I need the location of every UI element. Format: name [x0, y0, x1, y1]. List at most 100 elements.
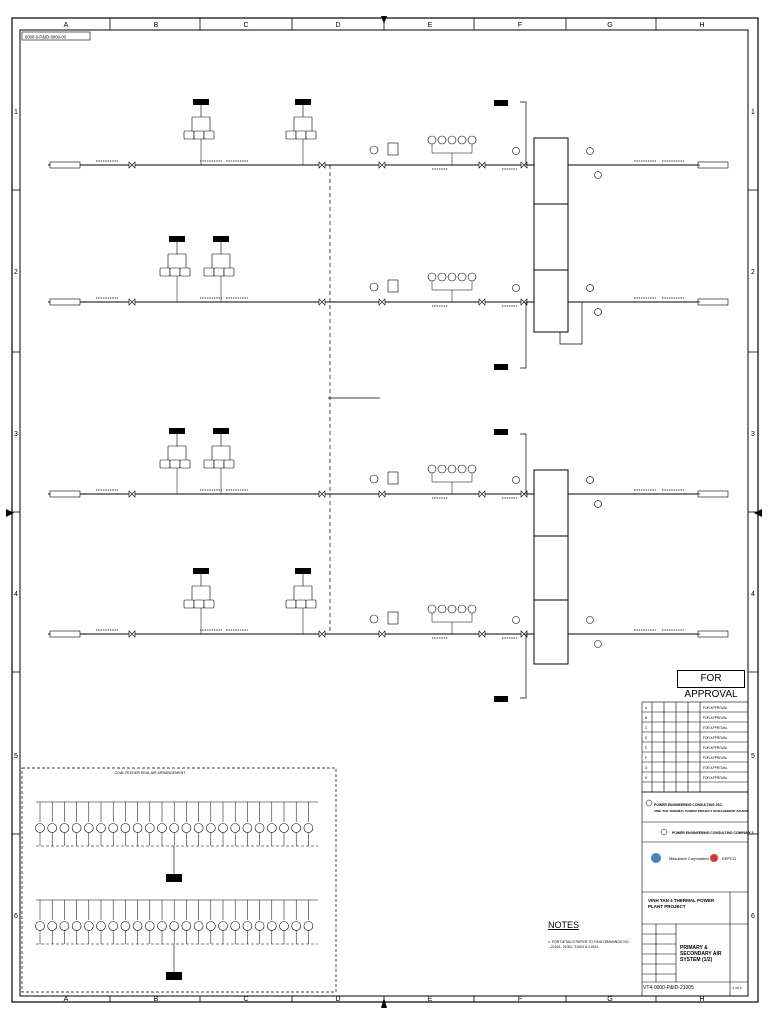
col-label: A [64, 996, 69, 1003]
revision-letter: F [645, 756, 647, 760]
seal-air-valve-icon [145, 823, 155, 833]
instrument-tag [295, 568, 311, 574]
lower-panel-drawing [35, 801, 318, 980]
gauge-icon [203, 267, 215, 277]
valve-icon [520, 161, 528, 169]
seal-air-valve-icon [254, 823, 265, 833]
col-label: G [607, 996, 612, 1003]
seal-air-valve-icon [254, 921, 265, 931]
instrument-bubble-icon [447, 604, 457, 614]
revision-status: FOR APPROVAL [703, 776, 728, 780]
col-label: C [243, 22, 248, 29]
valve-icon [318, 630, 326, 638]
gauge-icon [193, 130, 205, 140]
revision-status: FOR APPROVAL [703, 726, 728, 730]
seal-air-valve-icon [108, 921, 118, 931]
arrow-down-icon [381, 16, 387, 24]
notes-body: 1. FOR DETAILS REFER TO P&ID DRAWINGS NO… [548, 940, 630, 949]
valve-icon [478, 490, 486, 498]
equipment-blocks [533, 137, 569, 665]
instrument-bubble-icon [427, 604, 437, 614]
seal-air-valve-icon [132, 921, 143, 931]
drawing-number: VT4-0000-P&ID-21005 [643, 985, 694, 991]
revision-status: FOR APPROVAL [703, 716, 728, 720]
revision-letter: D [645, 736, 648, 740]
client-logo-icon [651, 853, 661, 863]
instrument-bubble-icon [457, 464, 467, 474]
row-label: 5 [751, 753, 755, 760]
seal-air-valve-icon [230, 921, 240, 931]
seal-air-valve-icon [35, 921, 45, 931]
instrument-bubble-icon [467, 604, 477, 614]
col-label: H [699, 996, 704, 1003]
valve-icon [318, 161, 326, 169]
row-label: 6 [751, 913, 755, 920]
seal-air-valve-icon [181, 921, 192, 931]
revision-status: FOR APPROVAL [703, 706, 728, 710]
flow-element-icon [594, 171, 602, 179]
seal-air-valve-icon [59, 823, 70, 833]
seal-air-valve-icon [120, 823, 131, 833]
revision-status: FOR APPROVAL [703, 746, 728, 750]
row-label: 3 [14, 431, 18, 438]
seal-air-valve-icon [132, 823, 143, 833]
flow-element-icon [512, 616, 520, 624]
owner-logo-icon [645, 799, 653, 807]
seal-air-valve-icon [169, 921, 179, 931]
seal-air-valve-icon [242, 921, 253, 931]
gauge-icon [285, 599, 297, 609]
column-labels: A B C D E F G H A B C D E F G H [64, 22, 705, 1003]
seal-air-valve-icon [291, 823, 302, 833]
gauge-icon [159, 267, 171, 277]
drawing-label-box [21, 31, 91, 41]
project-title: VINH TAN 4 THERMAL POWER PLANT PROJECT [648, 898, 715, 909]
consultant-logo-icon [660, 828, 668, 836]
valve-icon [478, 630, 486, 638]
row-label: 4 [751, 591, 755, 598]
flow-element-icon [512, 147, 520, 155]
flow-element-icon [594, 640, 602, 648]
seal-air-valve-icon [218, 823, 228, 833]
row-labels: 1 2 3 4 5 6 1 2 3 4 5 6 [14, 109, 755, 920]
notes-title: NOTES [548, 920, 580, 930]
owner-board: VINH TAN THERMAL POWER PROJECT MANAGEMEN… [654, 809, 749, 813]
gauge-icon [203, 599, 215, 609]
gauge-icon [169, 459, 181, 469]
instrument-tag [213, 236, 229, 242]
instrument-groups [96, 99, 684, 702]
seal-air-valve-icon [303, 921, 314, 931]
seal-air-valve-icon [96, 823, 106, 833]
gauge-icon [305, 130, 317, 140]
instrument-bubble-icon [457, 135, 467, 145]
arrow-right-icon [6, 509, 14, 517]
seal-air-valve-icon [206, 921, 216, 931]
flow-element-icon [594, 500, 602, 508]
seal-air-valve-icon [303, 823, 314, 833]
revision-table [641, 701, 749, 793]
row-label: 2 [751, 269, 755, 276]
col-label: H [699, 22, 704, 29]
col-label: B [154, 996, 159, 1003]
process-lines [48, 164, 700, 635]
damper-actuator-icon [369, 614, 379, 624]
seal-air-valve-icon [59, 921, 70, 931]
instrument-bubble-icon [447, 464, 457, 474]
flow-element-icon [586, 616, 594, 624]
instrument-bubble-icon [447, 135, 457, 145]
col-label: F [518, 996, 522, 1003]
flow-element-icon [586, 147, 594, 155]
seal-air-valve-icon [47, 823, 58, 833]
seal-air-valve-icon [35, 823, 45, 833]
col-label: E [428, 22, 433, 29]
instrument-bubble-icon [437, 135, 447, 145]
valve-icon [128, 298, 136, 306]
gauge-icon [183, 130, 195, 140]
valve-icon [378, 630, 386, 638]
gauge-icon [295, 130, 307, 140]
seal-air-valve-icon [181, 823, 192, 833]
valve-icon [318, 490, 326, 498]
air-heater-block [533, 137, 569, 333]
sheet-number: 1 of 1 [732, 985, 743, 990]
